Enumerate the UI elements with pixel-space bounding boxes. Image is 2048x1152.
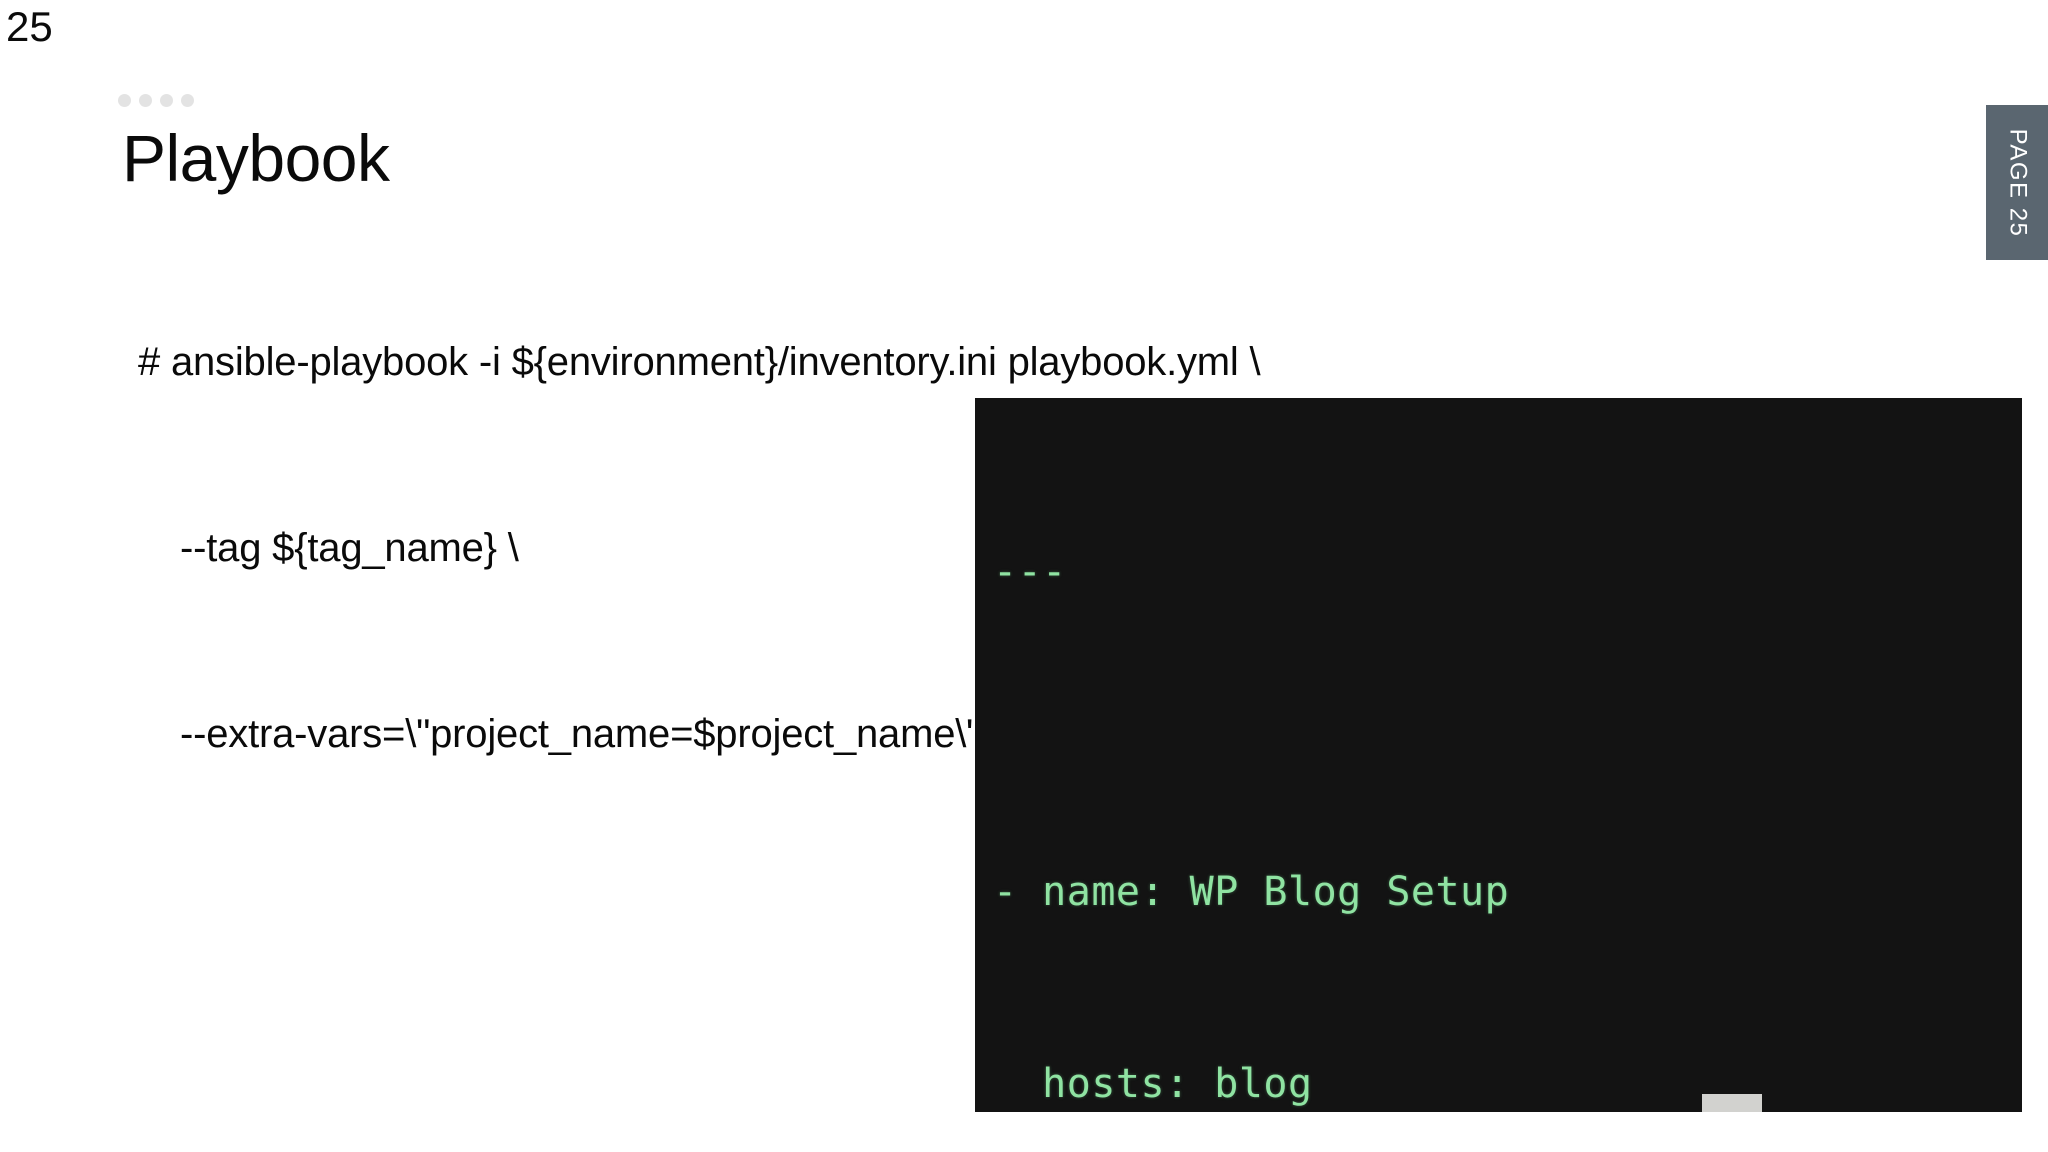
- page-indicator-tab: PAGE 25: [1986, 105, 2048, 260]
- dot-decoration: [118, 94, 194, 107]
- terminal-code-block: --- - name: WP Blog Setup hosts: blog be…: [975, 398, 2022, 1112]
- command-block: # ansible-playbook -i ${environment}/inv…: [138, 207, 1538, 889]
- decoration-dot: [118, 94, 131, 107]
- command-line-1: # ansible-playbook -i ${environment}/inv…: [138, 340, 1261, 384]
- yaml-line: hosts: blog: [993, 1061, 1313, 1107]
- terminal-scrollbar-thumb[interactable]: [1702, 1094, 1762, 1112]
- slide-number: 25: [6, 3, 53, 50]
- decoration-dot: [181, 94, 194, 107]
- command-line-2: --tag ${tag_name} \: [180, 526, 519, 570]
- decoration-dot: [139, 94, 152, 107]
- yaml-playbook-code: --- - name: WP Blog Setup hosts: blog be…: [993, 412, 2022, 1112]
- decoration-dot: [160, 94, 173, 107]
- yaml-line: ---: [993, 549, 1067, 595]
- page-title: Playbook: [122, 121, 390, 195]
- page-indicator-label: PAGE 25: [2004, 128, 2031, 237]
- command-line-3: --extra-vars=\"project_name=$project_nam…: [180, 712, 981, 756]
- yaml-line: - name: WP Blog Setup: [993, 869, 1510, 915]
